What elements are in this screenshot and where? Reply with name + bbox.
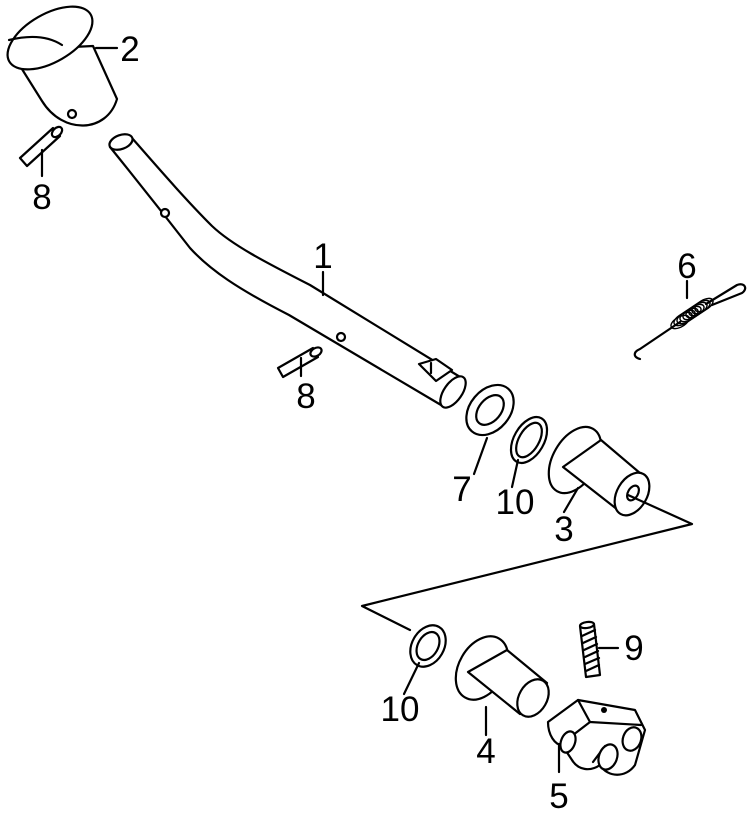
snap-ring-upper-part: [509, 415, 549, 465]
clevis-part: [546, 698, 647, 776]
callout-4: 4: [476, 732, 495, 771]
washer-part: [465, 383, 515, 437]
return-spring-part: [633, 283, 747, 361]
callout-8-top: 8: [32, 178, 51, 217]
break-line: [360, 493, 694, 632]
shift-lever-part: [108, 133, 467, 409]
callout-1: 1: [313, 237, 332, 276]
grip-sleeve-part: [6, 5, 119, 127]
callout-9: 9: [624, 629, 643, 668]
callout-8-mid: 8: [296, 377, 315, 416]
flanged-bushing-lower-part: [454, 635, 550, 718]
roll-pin-mid-part: [276, 346, 323, 379]
roll-pin-top-part: [18, 125, 64, 168]
snap-ring-lower-part: [409, 624, 447, 668]
callout-10-upper: 10: [496, 483, 535, 522]
spring-pin-part: [578, 620, 602, 679]
flanged-bushing-upper-part: [547, 425, 651, 517]
leader-lines: [40, 46, 689, 774]
callout-7: 7: [452, 470, 471, 509]
callout-10-lower: 10: [381, 690, 420, 729]
callout-5: 5: [549, 777, 568, 816]
callout-6: 6: [677, 247, 696, 286]
callout-3: 3: [554, 510, 573, 549]
callout-2: 2: [120, 30, 139, 69]
